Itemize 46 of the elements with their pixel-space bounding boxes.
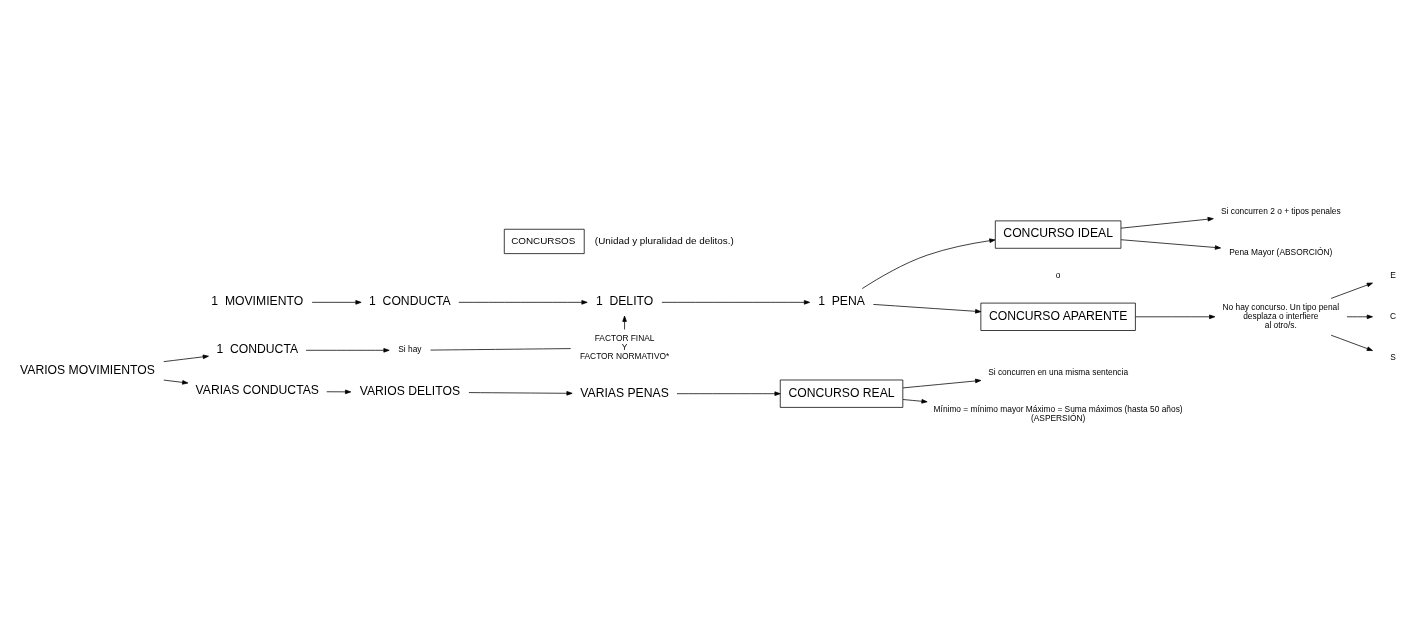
- arrow: [326, 389, 352, 394]
- node-label: (Unidad y pluralidad de delitos.): [594, 234, 734, 246]
- node-text: No hay concurso. Un tipo penal desplaza o interfiere al otro/s.: [1222, 301, 1340, 330]
- arrow: [1330, 334, 1373, 351]
- node-text: VARIOS DELITOS: [359, 383, 461, 398]
- node-text: S: [1390, 351, 1396, 362]
- node-text: Si concurren 2 o + tipos penales: [1220, 205, 1341, 216]
- node-text: Mínimo = mínimo mayor Máximo = Suma máximos (hasta 50 años) (ASPERSIÓN): [933, 403, 1183, 423]
- arrow: [163, 354, 209, 362]
- arrow: [311, 299, 362, 305]
- node-box: CONCURSOS: [503, 228, 585, 254]
- node-text: 1 CONDUCTA: [369, 293, 451, 308]
- arrow: [305, 347, 390, 353]
- arrow: [872, 303, 982, 314]
- node-box: CONCURSO APARENTE: [980, 302, 1136, 331]
- arrow: [1120, 238, 1221, 250]
- label: o: [1055, 269, 1061, 280]
- arrow: [163, 379, 189, 385]
- node-text: 1 PENA: [818, 293, 865, 308]
- node-text: Si concurren en una misma sentencia: [988, 366, 1129, 377]
- node-text: 1 MOVIMIENTO: [211, 293, 304, 308]
- arrow: [1346, 314, 1373, 319]
- node-box: CONCURSO IDEAL: [994, 220, 1122, 249]
- node-text: E: [1390, 269, 1396, 280]
- arrow: [902, 378, 982, 388]
- node-text: VARIAS CONDUCTAS: [195, 382, 319, 397]
- node-text: VARIOS MOVIMIENTOS: [20, 362, 155, 377]
- node-text: C: [1390, 310, 1397, 321]
- node-text: FACTOR FINAL Y FACTOR NORMATIVO*: [579, 332, 670, 361]
- node-text: Pena Mayor (ABSORCIÓN): [1229, 246, 1333, 257]
- arrow: [1330, 282, 1373, 299]
- node-box: CONCURSO REAL: [779, 379, 904, 408]
- arrow: [468, 390, 573, 396]
- arrow: [1135, 314, 1216, 319]
- node-text: VARIAS PENAS: [580, 385, 669, 400]
- arrow: [676, 390, 781, 396]
- arrow: [861, 237, 996, 289]
- arrow: [661, 299, 811, 305]
- connector: [430, 347, 572, 350]
- node-text: Si hay: [398, 343, 422, 354]
- node-text: 1 CONDUCTA: [216, 341, 299, 356]
- node-text: 1 DELITO: [595, 293, 654, 308]
- arrow: [622, 315, 627, 330]
- arrow: [1120, 216, 1214, 229]
- arrow: [458, 299, 588, 305]
- arrow: [902, 398, 928, 404]
